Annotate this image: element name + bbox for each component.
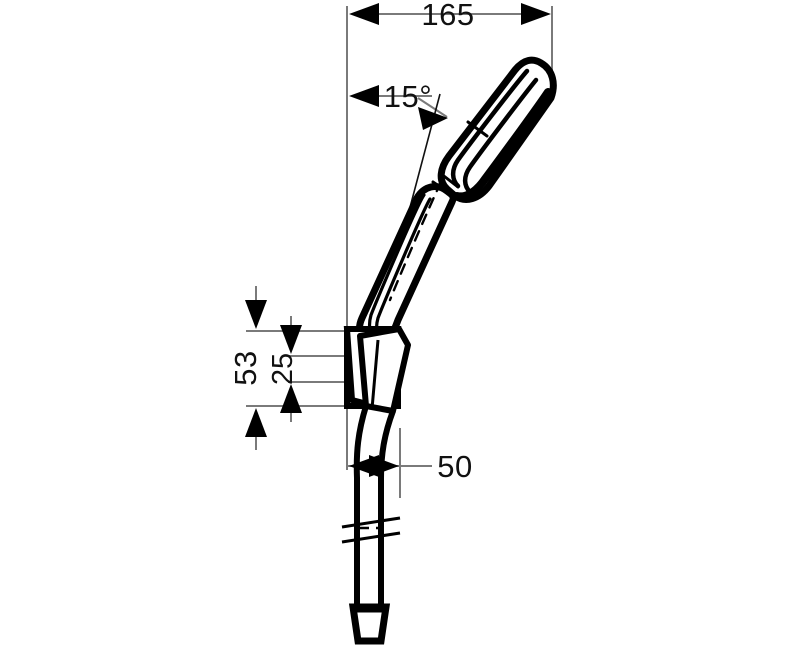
arrowheads-group	[245, 3, 551, 477]
bracket-cup-detail	[370, 339, 380, 410]
hose-break	[341, 516, 401, 544]
shower-head-detail-lines	[450, 68, 552, 201]
bracket-holder-cup	[357, 326, 411, 414]
hose-nut-outline	[348, 603, 391, 645]
head-joint-line-top	[466, 120, 489, 138]
head-joint-line-bottom	[438, 171, 460, 189]
handle-center-dash	[388, 180, 443, 302]
head-spray-face-edge	[453, 88, 552, 201]
shower-handle-outline	[356, 183, 457, 342]
arrow-15deg-right	[418, 107, 448, 130]
shower-hose	[353, 405, 396, 606]
arrow-25-top	[280, 325, 302, 354]
arrow-15deg-left	[349, 85, 379, 107]
dim-label-15deg: 15°	[384, 79, 432, 114]
bracket-cup-outline	[357, 326, 411, 414]
dim-label-25: 25	[267, 353, 299, 385]
dim-label-165: 165	[421, 0, 474, 32]
arrow-53-bottom	[245, 408, 267, 437]
head-ridge-line-2	[462, 77, 539, 195]
hose-nut	[348, 603, 391, 645]
hose-left-edge	[353, 405, 369, 606]
dim-label-50: 50	[437, 449, 472, 484]
arrow-165-right	[521, 3, 551, 25]
arrow-165-left	[349, 3, 379, 25]
bracket-cup-fold-line	[370, 339, 380, 410]
hose-break-line-upper	[341, 516, 401, 529]
hose-break-line-lower	[341, 531, 401, 544]
head-ridge-line-1	[450, 68, 530, 189]
dim-label-53: 53	[228, 350, 263, 385]
leader-15deg	[417, 97, 448, 118]
hose-right-edge	[378, 409, 396, 606]
shower-handle	[356, 183, 457, 342]
arrow-25-bottom	[280, 384, 302, 413]
arrow-53-top	[245, 300, 267, 329]
